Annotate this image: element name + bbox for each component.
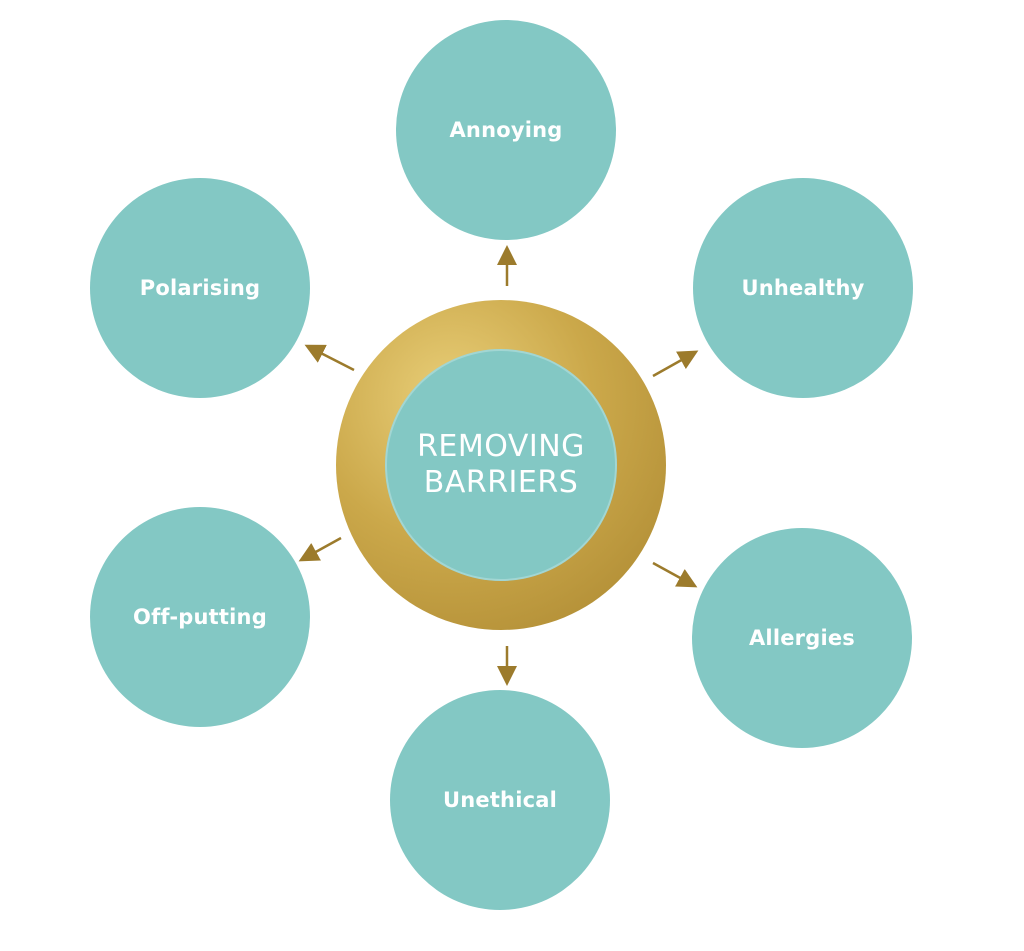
barrier-label-polarising: Polarising (139, 276, 261, 300)
hub-node: REMOVING BARRIERS (385, 349, 617, 581)
arrow-to-offputting (298, 536, 342, 562)
barrier-node-unethical: Unethical (390, 690, 610, 910)
barrier-node-unhealthy: Unhealthy (693, 178, 913, 398)
arrow-to-polarising (304, 344, 355, 372)
arrow-to-unhealthy (652, 350, 699, 378)
arrow-to-allergies (652, 561, 698, 588)
barrier-label-allergies: Allergies (748, 626, 856, 650)
hub-title-line-1: REMOVING (417, 429, 585, 464)
barrier-node-offputting: Off-putting (90, 507, 310, 727)
barrier-label-unethical: Unethical (442, 788, 558, 812)
barrier-node-allergies: Allergies (692, 528, 912, 748)
barrier-node-annoying: Annoying (396, 20, 616, 240)
barrier-label-annoying: Annoying (449, 118, 563, 142)
barrier-node-polarising: Polarising (90, 178, 310, 398)
hub-title-line-2: BARRIERS (423, 465, 579, 500)
barrier-label-offputting: Off-putting (133, 605, 267, 629)
barrier-label-unhealthy: Unhealthy (741, 276, 865, 300)
